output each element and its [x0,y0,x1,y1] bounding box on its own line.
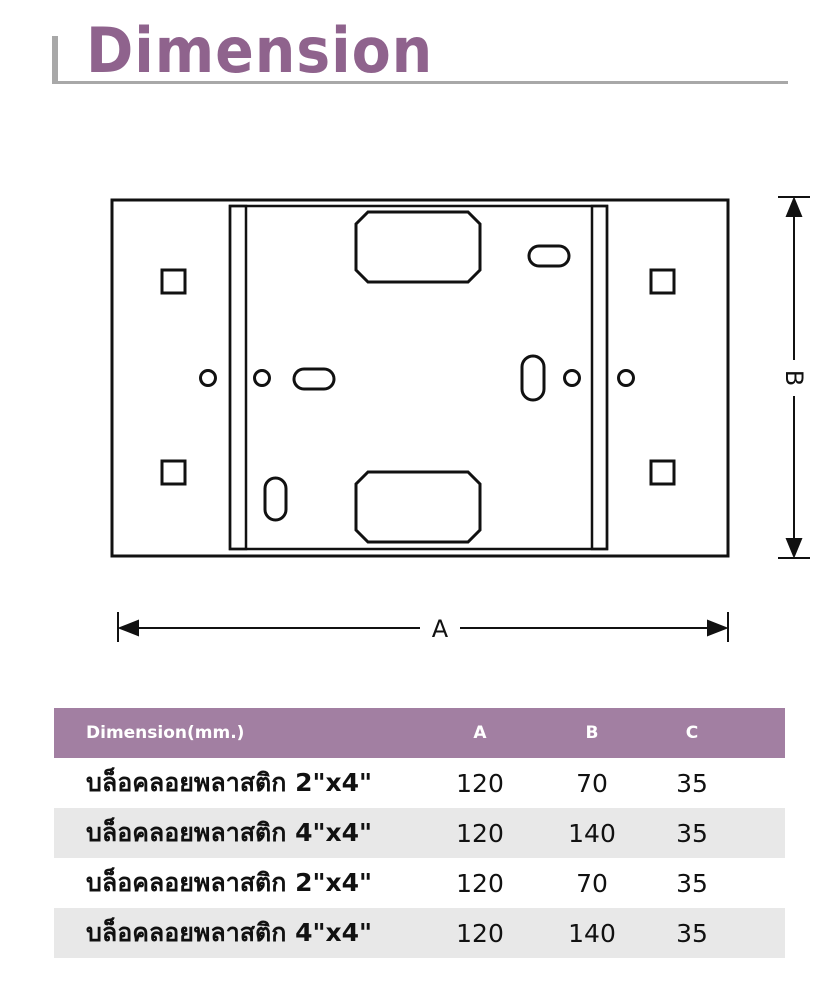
table-row: บล็อคลอยพลาสติก 2"x4" 120 70 35 [54,858,785,908]
round-hole [563,369,581,387]
cell-b: 140 [568,818,616,848]
square-hole [160,459,187,486]
label-a: A [432,615,449,643]
header-b: B [585,723,599,743]
cell-b: 70 [576,868,608,898]
cell-a: 120 [456,768,504,798]
table-row: บล็อคลอยพลาสติก 4"x4" 120 140 35 [54,808,785,858]
slot [527,244,571,268]
header-c: C [685,723,699,743]
knockout-bottom [354,470,482,544]
table-row: บล็อคลอยพลาสติก 4"x4" 120 140 35 [54,908,785,958]
box-dimension-drawing: A B [110,196,810,643]
square-hole [160,268,187,295]
square-hole [649,459,676,486]
cell-b: 70 [576,768,608,798]
round-hole [617,369,635,387]
knockout-top [354,210,482,284]
dimension-table: Dimension(mm.) A B C บล็อคลอยพลาสติก 2"x… [54,708,785,958]
slot [263,476,288,522]
slot [520,354,546,402]
left-rail [228,204,248,551]
dimension-a [117,612,729,642]
cell-a: 120 [456,918,504,948]
title-underline [52,81,788,84]
cell-a: 120 [456,818,504,848]
cell-product: บล็อคลอยพลาสติก 2"x4" [86,868,373,897]
round-hole [199,369,217,387]
title-accent-bar [52,36,58,84]
cell-product: บล็อคลอยพลาสติก 4"x4" [86,918,373,947]
page-title: Dimension [86,14,434,87]
cell-c: 35 [676,768,708,798]
right-rail [590,204,609,551]
table-row: บล็อคลอยพลาสติก 2"x4" 120 70 35 [54,758,785,808]
cell-b: 140 [568,918,616,948]
outer-plate [110,198,730,558]
cell-c: 35 [676,918,708,948]
dimension-b [778,196,810,559]
cell-a: 120 [456,868,504,898]
cell-c: 35 [676,868,708,898]
slot [292,367,336,391]
round-hole [253,369,271,387]
cell-product: บล็อคลอยพลาสติก 2"x4" [86,768,373,797]
label-b: B [780,370,808,386]
square-hole [649,268,676,295]
header-a: A [473,723,487,743]
cell-product: บล็อคลอยพลาสติก 4"x4" [86,818,373,847]
table-header: Dimension(mm.) A B C [54,708,785,758]
header-dimension: Dimension(mm.) [86,723,245,743]
cell-c: 35 [676,818,708,848]
